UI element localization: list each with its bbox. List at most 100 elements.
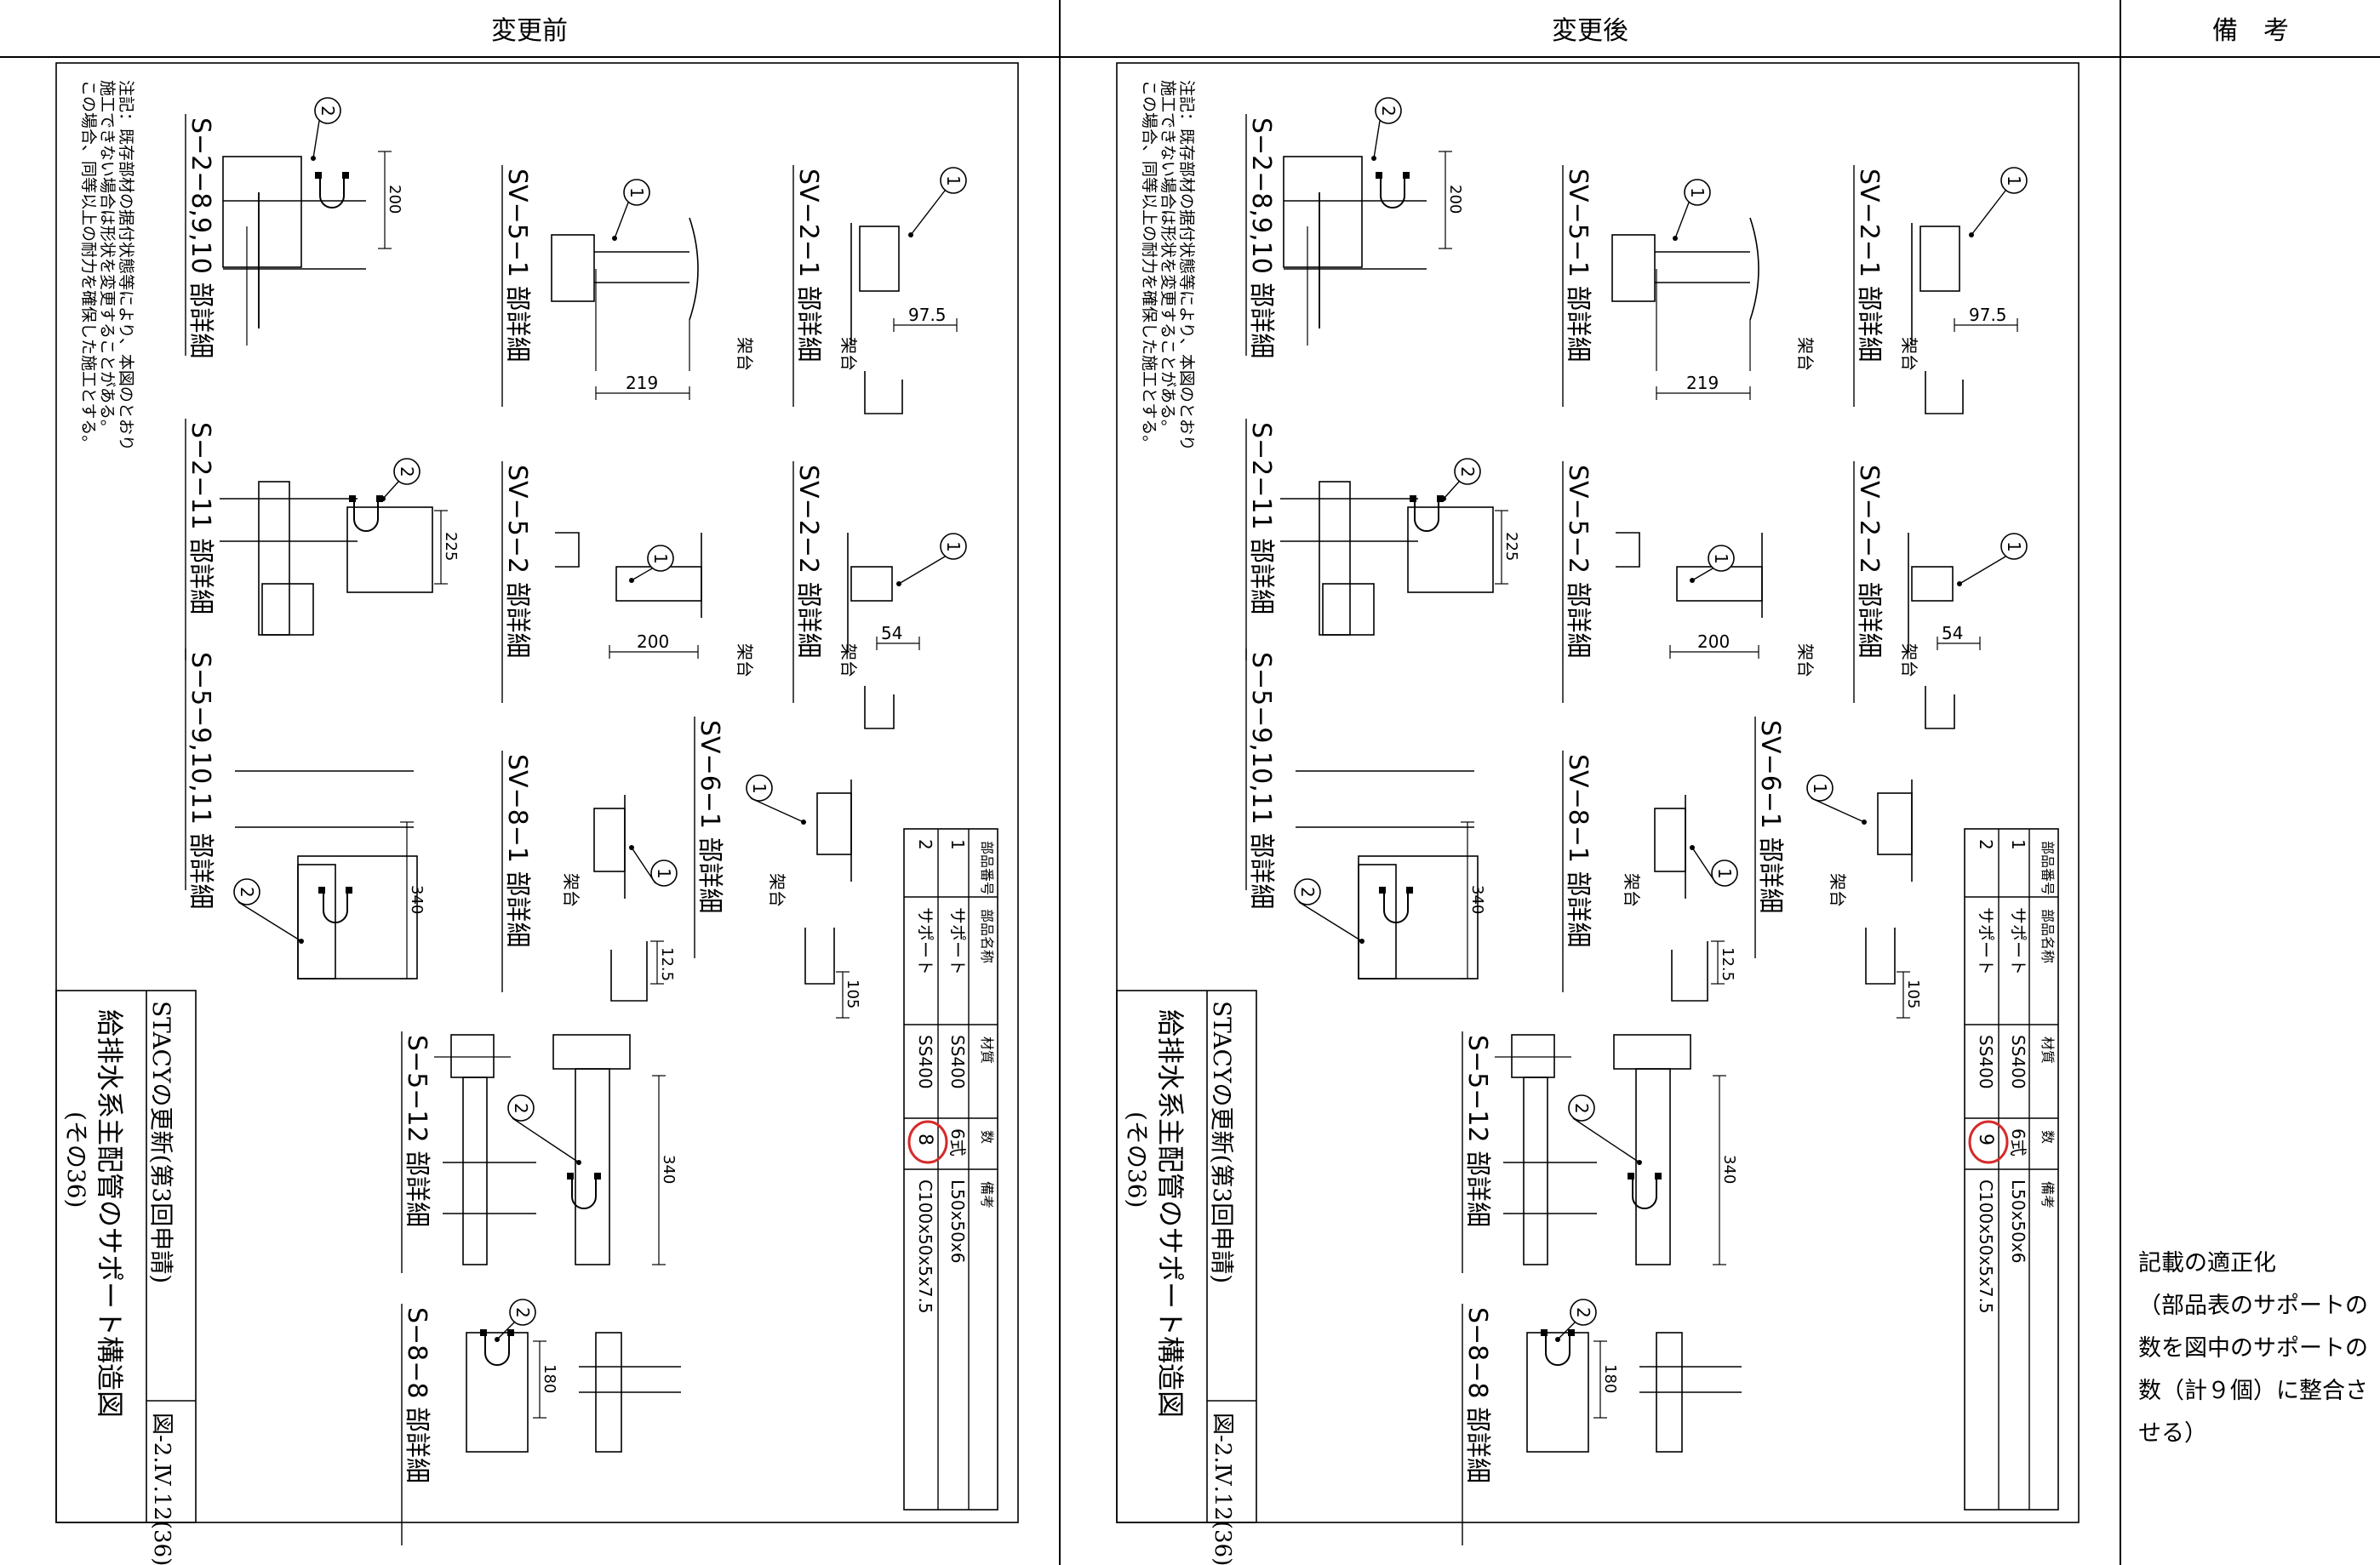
leader-line — [1971, 190, 2006, 236]
parts-table-header: 数 — [979, 1130, 995, 1144]
detail-label: S−5−9,10,11 部詳細 — [186, 652, 215, 909]
callout-number: 2 — [397, 466, 417, 477]
callout-circle — [1684, 179, 1711, 206]
callout-circle — [2000, 167, 2028, 194]
stand-label: 架台 — [1795, 643, 1816, 677]
leader-dot — [380, 496, 386, 501]
square-tube — [261, 583, 314, 636]
callout-circle — [1454, 458, 1481, 485]
u-bolt — [1545, 1334, 1570, 1366]
u-bolt — [1380, 177, 1405, 208]
callout-number: 2 — [318, 106, 338, 117]
leader-dot — [1441, 496, 1446, 501]
u-bolt — [1632, 1178, 1657, 1209]
callout-circle — [647, 545, 674, 572]
leader-dot — [576, 1160, 581, 1165]
remark-text: 記載の適正化 （部品表のサポートの数を図中のサポートの数（計９個）に整合させる） — [2138, 1250, 2368, 1447]
parts-table-cell: SS400 — [1976, 1035, 1996, 1089]
detail-label: S−5−12 部詳細 — [1462, 1035, 1492, 1227]
u-bolt — [1383, 892, 1409, 923]
support-post — [1523, 1077, 1548, 1265]
leader-line — [1674, 202, 1690, 239]
detail-label: SV−8−1 部詳細 — [1563, 754, 1593, 948]
bracket-plate — [816, 792, 852, 855]
callout-circle — [1568, 1094, 1595, 1122]
parts-table-cell: 2 — [915, 839, 935, 850]
detail-label: S−8−8 部詳細 — [402, 1307, 432, 1483]
leader-line — [1811, 797, 1865, 823]
leader-line — [1572, 1117, 1640, 1163]
u-bolt — [1414, 500, 1439, 532]
leader-line — [898, 556, 946, 585]
dimension-label: 219 — [1686, 373, 1719, 393]
bolt-nut — [1628, 1173, 1634, 1179]
bracket-plate — [1911, 566, 1954, 602]
dimension-label: 105 — [1904, 980, 1922, 1008]
callout-circle — [314, 97, 341, 124]
channel-top — [552, 1034, 631, 1070]
support-plate — [1526, 1332, 1589, 1453]
header-before: 変更前 — [0, 0, 1059, 58]
support-plate — [297, 855, 418, 980]
bracket-profile — [555, 532, 580, 568]
square-tube — [1511, 1034, 1555, 1078]
drawing-before: STACYの更新(第3回申請)給排水系主配管のサポート構造図(その36)図-2.… — [55, 62, 1019, 1565]
callout-circle — [507, 1094, 535, 1122]
detail-label: SV−8−1 部詳細 — [502, 754, 532, 948]
dimension-label: 225 — [1502, 532, 1520, 561]
bracket-profile — [610, 941, 648, 1002]
detail-label: SV−2−1 部詳細 — [793, 168, 823, 363]
leader-dot — [1690, 845, 1695, 850]
leader-dot — [1371, 156, 1376, 161]
leader-line — [312, 120, 320, 159]
leader-line — [1691, 568, 1713, 581]
parts-table-header: 備考 — [979, 1181, 995, 1208]
bolt-nut — [1403, 172, 1410, 179]
pipe-break — [1749, 217, 1759, 321]
dimension-label: 97.5 — [908, 305, 947, 325]
dimension-label: 200 — [386, 185, 403, 214]
bolt-nut — [1410, 495, 1416, 502]
stand-label: 架台 — [1899, 643, 1919, 677]
column-divider — [2120, 0, 2121, 1565]
bracket-profile — [1616, 532, 1640, 568]
dimension-label: 200 — [637, 631, 669, 652]
stand-label: 架台 — [767, 873, 787, 907]
title-line-2: 給排水系主配管のサポート構造図 — [94, 1009, 126, 1418]
u-bolt — [319, 177, 345, 208]
parts-table-cell: 1 — [2008, 839, 2028, 850]
dimension-label: 54 — [881, 623, 902, 643]
leader-dot — [801, 820, 806, 825]
parts-table-cell: SS400 — [947, 1035, 968, 1089]
leader-dot — [1957, 581, 1962, 586]
sheet-border — [1116, 62, 2080, 1523]
u-bolt — [484, 1334, 510, 1366]
dimension-label: 340 — [408, 885, 426, 914]
bracket-plate — [1919, 226, 1960, 292]
column-divider — [1059, 0, 1061, 1565]
title-block — [55, 990, 197, 1523]
u-bolt — [323, 892, 348, 923]
stand-label: 架台 — [1899, 337, 1919, 371]
callout-number: 1 — [626, 187, 647, 198]
bracket-profile — [1865, 928, 1896, 985]
support-plate — [1358, 855, 1479, 980]
leader-line — [1443, 481, 1460, 500]
figure-number: 図-2.Ⅳ.12(36) — [149, 1413, 174, 1565]
leader-dot — [1862, 820, 1867, 825]
detail-label: SV−6−1 部詳細 — [695, 720, 724, 914]
leader-line — [496, 1322, 515, 1340]
parts-table-cell: サポート — [915, 907, 935, 975]
parts-table-cell: 6式 — [2008, 1128, 2028, 1157]
detail-label: S−2−11 部詳細 — [186, 422, 215, 614]
parts-table-cell: L50x50x6 — [947, 1179, 968, 1263]
parts-table: 部品番号部品名称材質数備考1サポートSS4006式L50x50x62サポートSS… — [903, 828, 998, 1511]
leader-line — [512, 1117, 580, 1163]
callout-number: 1 — [1714, 868, 1735, 879]
parts-table: 部品番号部品名称材質数備考1サポートSS4006式L50x50x62サポートSS… — [1964, 828, 2059, 1511]
parts-table-header: 部品番号 — [979, 841, 995, 895]
parts-table-header: 材質 — [979, 1037, 995, 1064]
callout-number: 1 — [650, 553, 671, 564]
header-remarks-label: 備 考 — [2212, 16, 2289, 46]
bracket-plate — [1654, 808, 1686, 872]
